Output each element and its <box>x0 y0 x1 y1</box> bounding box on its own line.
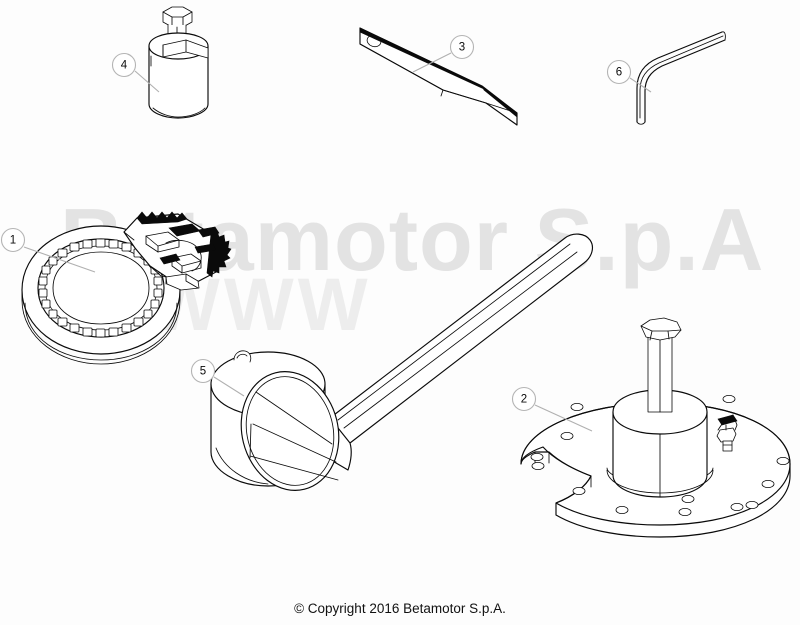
part-2-flywheel-holder-plate <box>520 317 791 538</box>
plate-bolt-holes <box>530 394 790 516</box>
part-1-clutch-holding-ring <box>21 211 232 365</box>
callout-2-label: 2 <box>521 394 527 406</box>
callout-6[interactable]: 6 <box>606 59 652 93</box>
part-4-cylindrical-driver <box>148 6 209 119</box>
callout-6-label: 6 <box>616 67 622 79</box>
part-5-socket-wrench <box>210 233 593 491</box>
callout-4-label: 4 <box>121 60 128 72</box>
callout-5-label: 5 <box>200 366 206 378</box>
callout-3-label: 3 <box>459 42 465 54</box>
callout-group: 1 2 3 4 5 <box>0 34 652 432</box>
callout-3[interactable]: 3 <box>412 34 475 73</box>
ring-teeth <box>38 238 163 338</box>
callout-4[interactable]: 4 <box>111 52 160 93</box>
copyright-notice: © Copyright 2016 Betamotor S.p.A. <box>294 601 506 616</box>
callout-1-label: 1 <box>10 235 16 247</box>
callout-2[interactable]: 2 <box>511 386 593 432</box>
callout-5[interactable]: 5 <box>190 358 245 397</box>
part-3-flat-bar <box>359 27 518 126</box>
callout-1[interactable]: 1 <box>0 227 96 273</box>
part-6-hex-key <box>636 31 726 125</box>
grease-nipple-fitting <box>716 414 738 452</box>
